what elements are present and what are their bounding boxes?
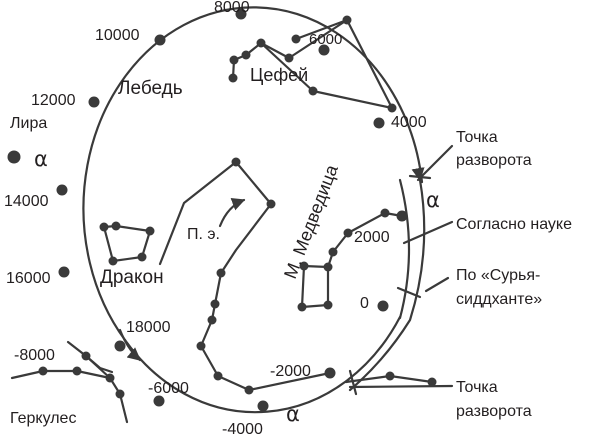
annotation-per-science: Согласно науке [456, 216, 572, 233]
constellation-lyra: Лира [10, 115, 47, 132]
ecliptic-pole-arrow [218, 197, 246, 228]
year-label-minus-4000: -4000 [222, 421, 263, 437]
year-label-minus-6000: -6000 [148, 380, 189, 397]
draco-figure [158, 157, 332, 395]
year-label-8000: 8000 [214, 0, 250, 16]
precession-circle [82, 6, 424, 414]
constellation-ursa-minor: М. Медведица [280, 161, 342, 281]
annotation-leaders [348, 144, 454, 389]
hercules-figure [10, 340, 129, 424]
ecliptic-pole-label: П. э. [187, 226, 220, 243]
lyra-alpha-star [7, 150, 21, 164]
constellation-cygnus: Лебедь [118, 78, 183, 99]
cepheus-figure [228, 15, 397, 113]
year-label-16000: 16000 [6, 270, 51, 287]
alpha-marker-right: α [426, 188, 440, 212]
constellation-cepheus: Цефей [250, 65, 308, 85]
year-label-minus-8000: -8000 [14, 347, 55, 364]
year-label-4000: 4000 [391, 114, 427, 131]
year-label-0: 0 [360, 295, 369, 312]
annotation-turn-point-top: Точка разворота [456, 129, 532, 169]
annotation-turn-point-bottom: Точка разворота [456, 379, 532, 420]
ursa-minor-figure [297, 208, 404, 312]
constellation-hercules: Геркулес [10, 410, 76, 427]
year-label-14000: 14000 [4, 193, 49, 210]
alpha-marker-bottom: α [286, 402, 300, 426]
annotation-per-surya: По «Сурья- сиддханте» [456, 267, 545, 308]
constellation-draco: Дракон [100, 267, 164, 288]
precession-paths [344, 167, 437, 396]
year-label-minus-2000: -2000 [270, 363, 311, 380]
draco-head [99, 221, 155, 266]
year-label-2000: 2000 [354, 229, 390, 246]
year-dots [56, 8, 408, 412]
year-label-18000: 18000 [126, 319, 171, 336]
precession-arrow [118, 328, 142, 362]
year-label-10000: 10000 [95, 27, 140, 44]
year-label-6000: 6000 [309, 31, 342, 48]
lyra-alpha-symbol: α [34, 147, 48, 171]
year-label-12000: 12000 [31, 92, 76, 109]
